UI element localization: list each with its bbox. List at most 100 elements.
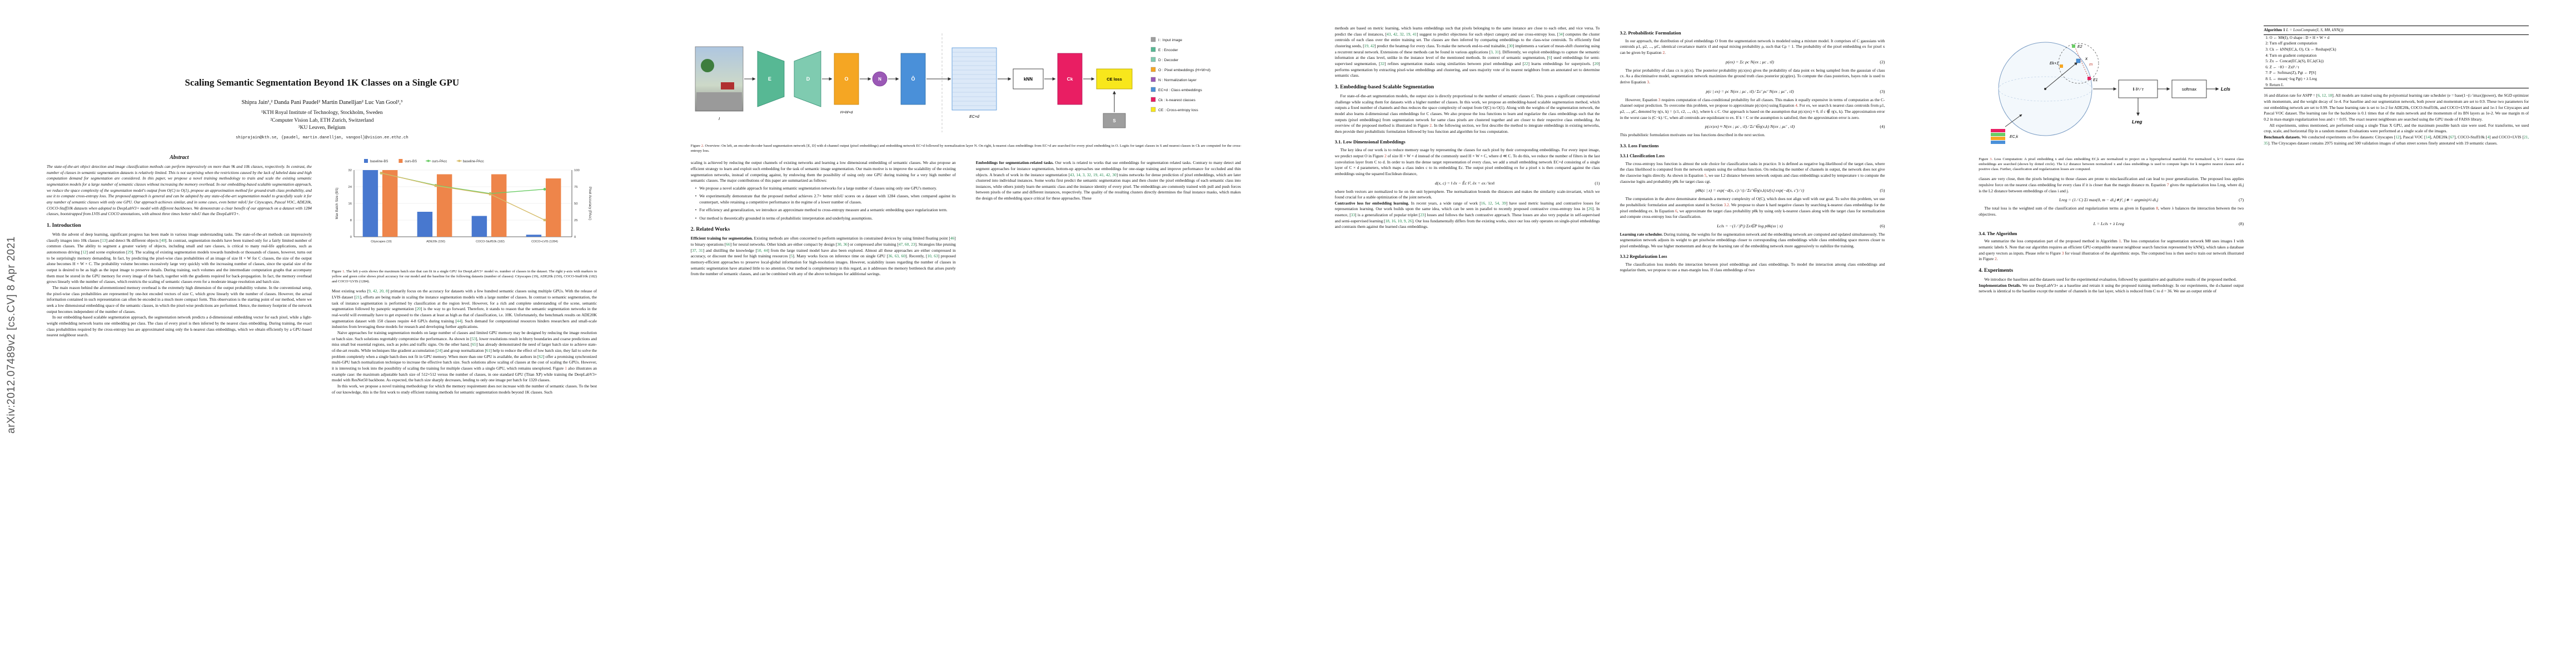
cross-reference: 6 bbox=[1675, 208, 1677, 213]
cross-reference: 3 bbox=[1647, 79, 1650, 85]
equation: p(ex) = Σc ρc N(ex ; μc , τI)(2) bbox=[1620, 59, 1885, 64]
svg-text:COCO-Stuff10k (182): COCO-Stuff10k (182) bbox=[476, 240, 505, 243]
paragraph: The prior probability of class cx is p(c… bbox=[1620, 67, 1885, 85]
section-heading: 3. Embedding-based Scalable Segmentation bbox=[1334, 83, 1434, 90]
equation-body: pθk(c | x) = exp(−d(x, c) ⁄ τ) ⁄ Σc′∈η(x… bbox=[1695, 188, 1805, 193]
svg-text:CE loss: CE loss bbox=[1107, 77, 1122, 82]
citation: 37, 31 bbox=[692, 247, 703, 253]
bullet-marker: • bbox=[695, 193, 697, 199]
svg-text:S: S bbox=[1113, 118, 1116, 123]
paragraph: The cross-entropy loss function is almos… bbox=[1620, 161, 1885, 184]
cross-reference: 8 bbox=[2156, 206, 2159, 211]
knn-block bbox=[1013, 68, 1044, 89]
section-heading: 1. Introduction bbox=[47, 222, 81, 229]
paragraph: Naive approaches for training segmentati… bbox=[332, 330, 597, 383]
paragraph: This probabilistic formulation motivates… bbox=[1620, 132, 1766, 138]
citation: 22 bbox=[1524, 61, 1528, 66]
paragraph-lead: Benchmark datasets. bbox=[2264, 134, 2301, 140]
svg-text:O: O bbox=[844, 76, 848, 82]
svg-text:I : Input image: I : Input image bbox=[1158, 38, 1182, 42]
nearest-classes-block bbox=[1057, 53, 1083, 105]
bar-ours-BS bbox=[382, 170, 398, 237]
column-2: Algorithm 1 L = LossCompute(I, S, Mθ, kN… bbox=[2264, 26, 2529, 295]
citation: 20 bbox=[416, 306, 421, 312]
cross-reference: 4 bbox=[1795, 103, 1797, 108]
citation: 43, 42, 32, 19, 41 bbox=[1387, 31, 1417, 37]
algorithm-line: 8: L ← mean(−log Pgt) + λ Lreg bbox=[2265, 77, 2317, 82]
citation: 53 bbox=[471, 336, 476, 341]
bullet-item: •We experimentally demonstrate that the … bbox=[695, 193, 956, 205]
paper-affiliation: ³KU Leuven, Belgium bbox=[298, 125, 346, 131]
paragraph: With the advent of deep learning, signif… bbox=[47, 232, 312, 285]
paper-page-3: methods are based on metric learning, wh… bbox=[1288, 0, 1932, 667]
cross-reference: 3 bbox=[2061, 250, 2064, 256]
svg-text:ADE20k (150): ADE20k (150) bbox=[426, 240, 445, 243]
equation-number: (3) bbox=[1880, 88, 1885, 94]
svg-text:EC×d : Class embeddings: EC×d : Class embeddings bbox=[1158, 88, 1202, 92]
paragraph-lead: Embeddings for segmentation-related task… bbox=[975, 160, 1054, 166]
abstract-text: The state-of-the-art object detection an… bbox=[47, 164, 312, 217]
algorithm-title: Algorithm 1 L = LossCompute(I, S, Mθ, kN… bbox=[2264, 26, 2529, 35]
knn-neighbourhood bbox=[2058, 43, 2099, 84]
equation-number: (2) bbox=[1880, 59, 1885, 64]
citation: 62 bbox=[539, 354, 543, 359]
svg-text:N: N bbox=[878, 77, 881, 82]
citation: 19, 42 bbox=[1364, 43, 1375, 48]
section-heading: 3.1. Low Dimensional Embeddings bbox=[1334, 139, 1406, 145]
svg-text:N : Normalization layer: N : Normalization layer bbox=[1158, 78, 1197, 82]
svg-text:Cityscapes (19): Cityscapes (19) bbox=[371, 240, 392, 243]
algorithm-line: 5: Zx ← Concat(EC,k(S), EC,k(Ck)) bbox=[2265, 59, 2324, 64]
svg-text:CE : Cross-entropy loss: CE : Cross-entropy loss bbox=[1158, 108, 1198, 112]
paragraph: Implementation Details. We use DeepLabV3… bbox=[1979, 282, 2244, 294]
algorithm-line: 6: Z ← −‖O − Zx‖² ⁄ τ bbox=[2265, 64, 2299, 69]
section-heading: 4. Experiments bbox=[1979, 267, 2014, 273]
figure-caption: Figure 3. Loss Computation: A pixel embe… bbox=[1979, 157, 2244, 172]
svg-text:softmax: softmax bbox=[2182, 87, 2197, 92]
svg-text:baseline-BS: baseline-BS bbox=[370, 160, 388, 163]
paragraph: The total loss is the weighted sum of th… bbox=[1979, 206, 2244, 217]
paragraph: classes are very close, then the pixels … bbox=[1979, 176, 2244, 193]
bullet-item: •We propose a novel scalable approach fo… bbox=[695, 186, 956, 192]
svg-text:32: 32 bbox=[348, 169, 352, 172]
svg-text:Ek+1: Ek+1 bbox=[2050, 62, 2059, 66]
citation: 13 bbox=[102, 237, 106, 243]
citation: 23 bbox=[1420, 212, 1424, 218]
line-baseline-PAcc bbox=[381, 172, 545, 221]
bar-baseline-BS bbox=[362, 170, 378, 237]
paper-authors: Shipra Jain¹,² Danda Pani Paudel² Martin… bbox=[241, 99, 403, 106]
cross-reference: 2 bbox=[701, 144, 704, 148]
encoder-block bbox=[757, 51, 785, 107]
citation: 26 bbox=[1588, 206, 1593, 212]
svg-text:x: x bbox=[2085, 56, 2088, 61]
figure-caption: Figure 2. Overview: On left, an encoder-… bbox=[690, 144, 1242, 153]
svg-text:24: 24 bbox=[348, 186, 352, 189]
citation: 46 bbox=[950, 236, 955, 241]
equation: p(c | ex) = ρc N(ex ; μc , τI) ⁄ Σc′ ρc′… bbox=[1620, 89, 1885, 94]
citation: 14 bbox=[2425, 134, 2430, 140]
paragraph: However, Equation 3 requires computation… bbox=[1620, 97, 1885, 120]
cross-reference: 1 bbox=[342, 270, 345, 274]
paper-page-1: Scaling Semantic Segmentation Beyond 1K … bbox=[0, 0, 644, 667]
cross-reference: 3 bbox=[1990, 157, 1992, 161]
svg-text:E : Encoder: E : Encoder bbox=[1158, 48, 1178, 52]
citation: 6 bbox=[1548, 55, 1551, 61]
equation-number: (7) bbox=[2239, 197, 2244, 203]
citation: 4 bbox=[2487, 134, 2490, 140]
equation-number: (6) bbox=[1880, 223, 1885, 228]
citation: 12 bbox=[2395, 134, 2400, 140]
bullet-item: •Our method is theoretically grounded in… bbox=[695, 216, 956, 222]
column-2: Embeddings for segmentation-related task… bbox=[976, 160, 1241, 277]
svg-text:Lreg: Lreg bbox=[2132, 119, 2142, 125]
svg-text:EC×d: EC×d bbox=[969, 115, 980, 119]
citation: 10, 63 bbox=[927, 253, 938, 259]
paragraph: Benchmark datasets. We conducted experim… bbox=[2264, 134, 2529, 146]
citation: 18, 16, 10, 9, 26 bbox=[1385, 218, 1412, 223]
